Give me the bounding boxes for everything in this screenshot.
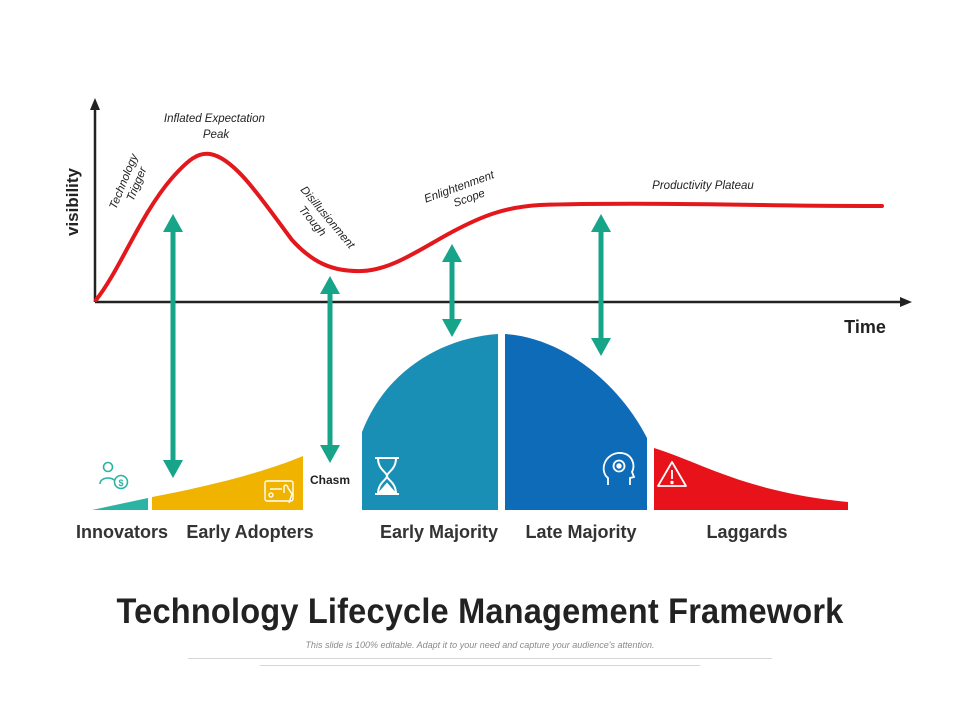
segment-laggards: [654, 448, 848, 510]
connector-arrow-early-majority: [442, 244, 462, 337]
phase-enlightenment-scope: Enlightenment Scope: [423, 168, 504, 219]
connector-arrow-chasm: [320, 276, 340, 463]
phase-inflated-peak-line1: Inflated Expectation: [164, 113, 265, 125]
hype-curve: [94, 151, 884, 302]
label-early-adopters: Early Adopters: [186, 522, 313, 542]
warning-icon: [657, 461, 687, 487]
segment-late-majority: [505, 334, 647, 510]
svg-text:$: $: [118, 478, 123, 488]
chasm-label: Chasm: [310, 473, 350, 487]
connector-arrow-late-majority: [591, 214, 611, 356]
x-axis-arrowhead: [900, 297, 912, 307]
head-gear-icon: [602, 452, 636, 485]
user-dollar-icon: $: [99, 461, 129, 490]
page-title: Technology Lifecycle Management Framewor…: [116, 592, 844, 631]
phase-inflated-peak-line2: Peak: [203, 129, 230, 141]
divider: [188, 658, 772, 659]
page-subtitle: This slide is 100% editable. Adapt it to…: [305, 640, 655, 650]
touch-screen-icon: [264, 480, 294, 504]
phase-productivity-plateau: Productivity Plateau: [652, 180, 754, 192]
x-axis-label: Time: [844, 317, 886, 337]
hourglass-icon: [375, 457, 399, 495]
label-innovators: Innovators: [76, 522, 168, 542]
label-late-majority: Late Majority: [525, 522, 636, 542]
phase-technology-trigger: Technology Trigger: [108, 150, 154, 216]
connector-arrow-early-adopters: [163, 214, 183, 478]
phase-inflated-peak: Inflated Expectation Peak: [164, 113, 268, 141]
phase-disillusionment-trough: Disillusionment Trough: [287, 184, 359, 262]
label-early-majority: Early Majority: [380, 522, 498, 542]
divider: [260, 665, 700, 666]
y-axis-label: visibility: [63, 167, 82, 236]
segment-innovators: [92, 498, 148, 510]
segment-early-majority: [362, 334, 498, 510]
y-axis-arrowhead: [90, 98, 100, 110]
label-laggards: Laggards: [706, 522, 787, 542]
